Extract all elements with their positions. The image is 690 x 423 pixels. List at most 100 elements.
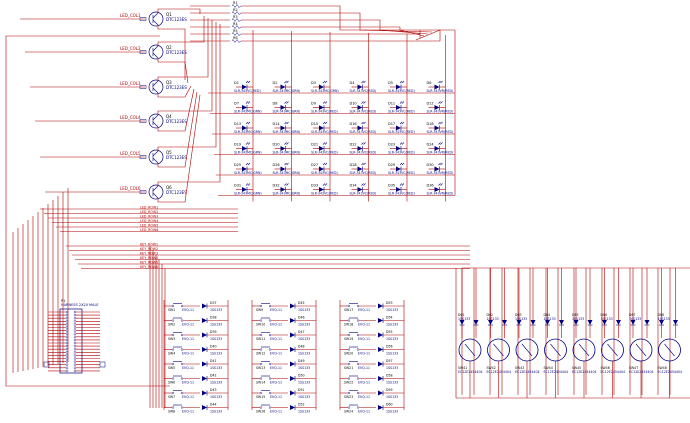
- resistor-icon: [231, 4, 242, 8]
- switch-ref: SW1: [168, 308, 175, 312]
- diode-icon: [378, 332, 383, 338]
- diode-value: 1SS133: [298, 323, 310, 327]
- switch-contact: [268, 391, 272, 395]
- switch-contact: [171, 406, 175, 409]
- diode-ref: D48: [298, 345, 305, 349]
- wire-emitter: [157, 85, 192, 98]
- led-value: SLR-343MC(GRN): [311, 89, 339, 93]
- diode-ref: D54: [386, 316, 393, 320]
- diode-icon: [290, 332, 295, 338]
- transistor-icon: [148, 79, 164, 95]
- encoder-ref: SW42: [487, 366, 496, 370]
- emit-arrow: [399, 101, 403, 104]
- emit-arrow: [361, 121, 364, 125]
- resistor-r1: R1: [190, 1, 436, 31]
- switch-group-2: [251, 300, 317, 410]
- net-label: KEY_ROW1: [140, 243, 158, 247]
- switch-value: EVQ-11: [182, 381, 194, 385]
- connector-pin: [73, 366, 77, 369]
- led-ref: D28: [350, 163, 357, 167]
- led-ref: D22: [350, 143, 357, 147]
- switch-value: EVQ-11: [358, 395, 370, 399]
- switch-value: EVQ-11: [182, 337, 194, 341]
- switch-value: EVQ-11: [358, 366, 370, 370]
- diode-icon: [280, 146, 286, 151]
- net-label: LED_ROW4: [140, 219, 158, 223]
- switch-value: EVQ-11: [358, 352, 370, 356]
- led-value: SLR-343MC(GRN): [273, 130, 301, 134]
- resistor-ref: R4: [233, 22, 238, 26]
- emit-arrow: [401, 101, 405, 104]
- diode-icon: [242, 105, 247, 110]
- encoder-sw48: D681SS133SW48EC12E2454404: [658, 268, 682, 398]
- emit-arrow: [324, 162, 328, 166]
- diode-ref: D38: [210, 316, 217, 320]
- diode-icon: [516, 320, 522, 325]
- net-label: LED_ROW6: [140, 228, 158, 232]
- net-label: LED_ROW1: [140, 206, 158, 210]
- led-ref: D26: [273, 163, 280, 167]
- emit-arrow: [438, 162, 441, 166]
- wire: [241, 5, 436, 31]
- emit-arrow: [324, 142, 328, 145]
- emit-arrow: [322, 142, 326, 145]
- wire-emitter: [157, 25, 186, 80]
- diode-icon: [280, 105, 286, 110]
- wire-collector: [157, 24, 221, 186]
- diode-icon: [616, 320, 621, 325]
- transistor-icon: [148, 11, 164, 27]
- diode-icon: [473, 320, 479, 325]
- diode-ref: D40: [210, 345, 217, 349]
- wire-emitter: [157, 88, 195, 132]
- wire-collector: [157, 22, 217, 151]
- emit-arrow: [247, 101, 251, 104]
- switch-contact: [347, 319, 351, 322]
- net-label: LED_COL6: [120, 186, 141, 191]
- diode-icon: [357, 146, 363, 151]
- diode-icon: [319, 166, 324, 172]
- led-ref: D35: [388, 184, 395, 188]
- diode-ref: D41: [210, 359, 217, 363]
- switch-value: EVQ-11: [270, 381, 282, 385]
- diode-icon: [242, 125, 247, 131]
- switch-ref: SW3: [168, 337, 175, 341]
- diode-icon: [280, 84, 286, 90]
- transistor-collector: [152, 150, 159, 157]
- led-ref: D16: [350, 122, 357, 126]
- switch-contact: [171, 391, 175, 395]
- connector-pin: [73, 351, 77, 354]
- diode-value: 1SS133: [386, 337, 398, 341]
- led-value: SLR-343VC(RED): [350, 110, 377, 114]
- emit-arrow: [247, 162, 251, 166]
- encoder-wiper: [607, 343, 618, 357]
- led-value: SLR-343VR(RED): [427, 171, 454, 175]
- switch-ref: SW17: [344, 308, 353, 312]
- diode-ref: D66: [601, 313, 608, 317]
- switch-ref: SW23: [344, 395, 353, 399]
- switch-contact: [268, 377, 272, 380]
- diode-icon: [434, 187, 440, 192]
- switch-contact: [268, 406, 272, 409]
- transistor-collector: [152, 12, 159, 19]
- resistor-icon: [139, 190, 147, 194]
- diode-icon: [559, 320, 564, 325]
- emit-arrow: [399, 162, 403, 166]
- switch-value: EVQ-11: [358, 308, 370, 312]
- connector-pin: [73, 348, 77, 351]
- led-value: SLR-343MC(GRN): [234, 130, 262, 134]
- led-value: SLR-343VC(RED): [350, 192, 377, 196]
- diode-icon: [396, 166, 401, 172]
- switch-value: EVQ-11: [182, 410, 194, 414]
- diode-icon: [280, 187, 286, 192]
- emit-arrow: [440, 162, 443, 166]
- switch-contact: [180, 406, 184, 409]
